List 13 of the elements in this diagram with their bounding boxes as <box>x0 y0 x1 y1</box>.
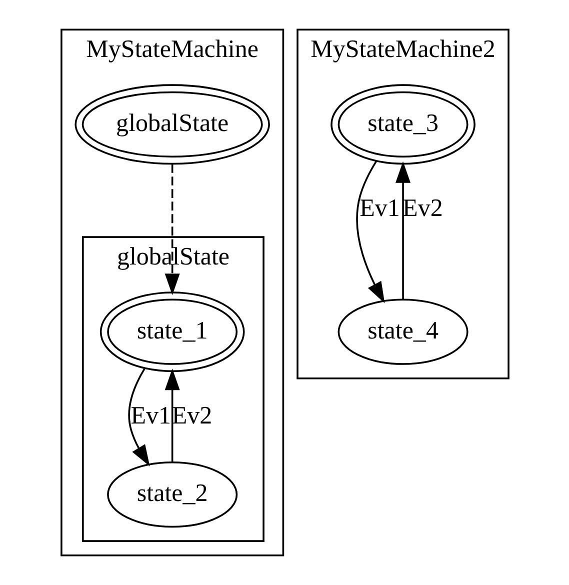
arrow <box>164 368 180 462</box>
node-ellipse: globalState <box>74 84 270 165</box>
node-ellipse: state_3 <box>330 84 475 165</box>
edge-label: Ev1 <box>130 402 171 430</box>
node-ellipse: state_1 <box>99 292 244 372</box>
node-ellipse: state_4 <box>337 298 468 365</box>
edge-label: Ev1 <box>359 194 400 222</box>
arrow <box>164 164 180 296</box>
node-ellipse: state_2 <box>106 462 238 528</box>
arrow <box>128 368 150 466</box>
arrow <box>356 160 384 304</box>
arrow <box>395 161 410 300</box>
edge-label: Ev2 <box>171 402 212 430</box>
